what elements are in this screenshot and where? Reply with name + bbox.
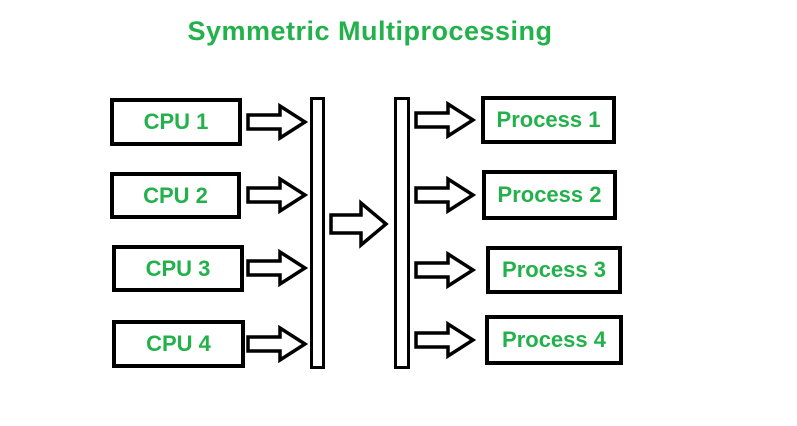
cpu-4-label: CPU 4	[146, 331, 211, 356]
process-3-label: Process 3	[502, 257, 606, 282]
right-arrow-icon	[414, 251, 476, 289]
right-arrow-icon	[414, 101, 476, 139]
cpu-3-box: CPU 3	[112, 245, 244, 292]
cpu-2-label: CPU 2	[143, 182, 208, 208]
right-bus-bar	[394, 97, 410, 369]
process-1-box: Process 1	[481, 96, 616, 144]
cpu-3-label: CPU 3	[145, 255, 211, 281]
right-arrow-icon	[246, 325, 308, 363]
right-arrow-icon	[246, 103, 308, 141]
cpu-1-box: CPU 1	[110, 98, 242, 146]
right-arrow-icon	[414, 176, 476, 214]
cpu-4-box: CPU 4	[112, 320, 245, 368]
process-4-box: Process 4	[485, 315, 623, 365]
right-arrow-icon	[414, 321, 476, 359]
left-bus-bar	[310, 97, 325, 369]
process-4-label: Process 4	[502, 327, 606, 352]
process-3-box: Process 3	[486, 246, 622, 294]
big-right-arrow-icon	[329, 199, 389, 249]
process-2-label: Process 2	[497, 182, 602, 207]
cpu-1-label: CPU 1	[143, 109, 209, 134]
page-title: Symmetric Multiprocessing	[187, 16, 553, 46]
right-arrow-icon	[246, 249, 308, 287]
cpu-2-box: CPU 2	[110, 172, 241, 219]
right-arrow-icon	[246, 176, 308, 214]
process-1-label: Process 1	[496, 107, 601, 132]
process-2-box: Process 2	[482, 170, 617, 220]
